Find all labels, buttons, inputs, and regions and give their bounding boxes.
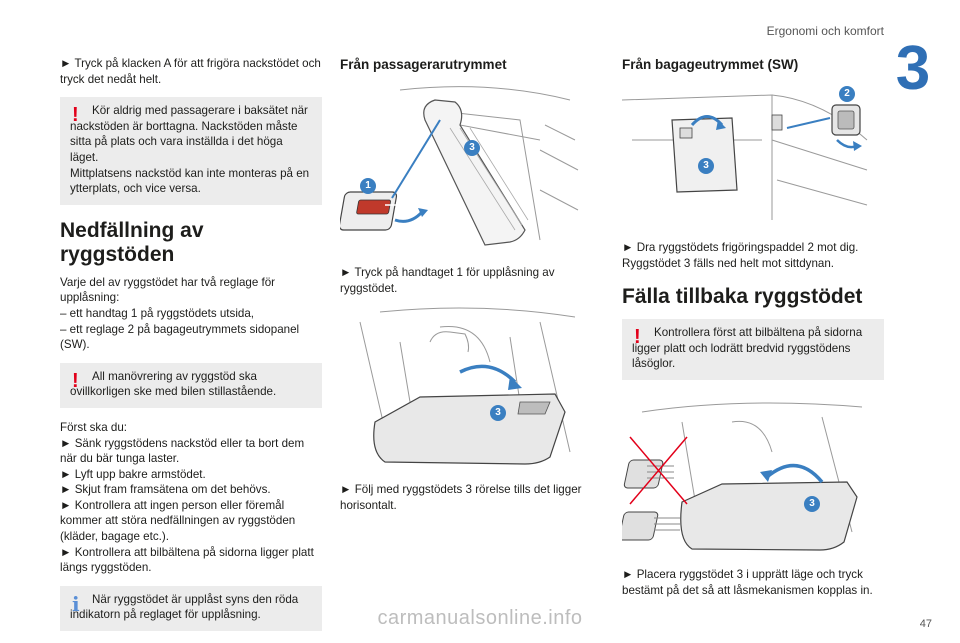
warning-exclamation-icon: !: [72, 104, 79, 127]
boot-paddle-illustration: [622, 94, 868, 220]
step-item: ► Skjut fram framsätena om det behövs.: [60, 483, 271, 497]
illustration-seat-fold: 3: [340, 302, 602, 472]
section-heading-boot: Från bagageutrymmet (SW): [622, 57, 799, 72]
info-box-indicator: i När ryggstödet är upplåst syns den röd…: [60, 585, 322, 632]
callout-badge-3: 3: [490, 405, 506, 422]
seat-fold-illustration: [359, 307, 576, 465]
section-heading-passenger: Från passagerarutrymmet: [340, 57, 507, 72]
warning-text: Kör aldrig med passagerare i baksätet nä…: [70, 104, 308, 164]
warning-text: All manövrering av ryggstöd ska ovillkor…: [70, 369, 277, 399]
column-left: ► Tryck på klacken A för att frigöra nac…: [60, 56, 322, 643]
intro-text: ► Tryck på klacken A för att frigöra nac…: [60, 57, 321, 86]
illustration-seat-handle: 1 3: [340, 80, 602, 255]
info-icon: i: [72, 591, 80, 616]
callout-badge-1: 1: [360, 178, 376, 194]
step-item: ► Kontrollera att bilbältena på sidorna …: [60, 545, 314, 575]
callout-badge-3: 3: [804, 495, 820, 512]
callout-badge-3: 3: [698, 158, 714, 174]
illustration-seat-raise: 3: [622, 392, 884, 557]
page-number: 47: [919, 618, 932, 630]
seat-handle-illustration: [340, 86, 579, 246]
column-right: Från bagageutrymmet (SW) 2 3 ► Dra ryggs…: [622, 56, 884, 604]
paragraph-text: Varje del av ryggstödet har två reglage …: [60, 275, 276, 305]
callout-badge-2: 2: [839, 86, 855, 102]
warning-exclamation-icon: !: [634, 326, 641, 349]
section-heading-folding: Nedfällning av ryggstöden: [60, 218, 204, 266]
steps-label: Först ska du:: [60, 420, 128, 434]
section-heading-raise: Fälla tillbaka ryggstödet: [622, 285, 863, 309]
list-item: – ett reglage 2 på bagageutrymmets sidop…: [60, 322, 300, 352]
caption-paddle: ► Dra ryggstödets frigöringspaddel 2 mot…: [622, 241, 859, 270]
warning-text: Mittplatsens nackstöd kan inte monteras …: [70, 166, 310, 196]
caption-fold: ► Följ med ryggstödets 3 rörelse tills d…: [340, 483, 582, 512]
list-item: – ett handtag 1 på ryggstödets utsida,: [60, 306, 255, 320]
column-middle: Från passagerarutrymmet 1 3 ► Tryck på h…: [340, 56, 602, 519]
steps-list: Först ska du: ► Sänk ryggstödens nackstö…: [60, 420, 322, 576]
warning-text: Kontrollera först att bilbältena på sido…: [632, 326, 863, 371]
step-item: ► Lyft upp bakre armstödet.: [60, 467, 206, 481]
caption-raise: ► Placera ryggstödet 3 i upprätt läge oc…: [622, 567, 873, 597]
caption-handle: ► Tryck på handtaget 1 för upplåsning av…: [340, 266, 555, 295]
illustration-boot-paddle: 2 3: [622, 80, 884, 230]
paragraph-controls: Varje del av ryggstödet har två reglage …: [60, 275, 322, 353]
watermark: carmanualsonline.info: [377, 607, 583, 629]
step-item: ► Sänk ryggstödens nackstöd eller ta bor…: [60, 436, 305, 466]
info-text: När ryggstödet är upplåst syns den röda …: [70, 592, 299, 622]
warning-box-headrests: ! Kör aldrig med passagerare i baksätet …: [60, 97, 322, 205]
seat-raise-illustration: [622, 402, 863, 551]
warning-box-stationary: ! All manövrering av ryggstöd ska ovillk…: [60, 362, 322, 408]
warning-exclamation-icon: !: [72, 369, 79, 392]
chapter-number: 3: [895, 34, 931, 103]
warning-box-seatbelts: ! Kontrollera först att bilbältena på si…: [622, 319, 884, 380]
step-item: ► Kontrollera att ingen person eller för…: [60, 498, 296, 544]
page-header-title: Ergonomi och komfort: [766, 24, 884, 38]
callout-badge-3: 3: [464, 140, 480, 156]
